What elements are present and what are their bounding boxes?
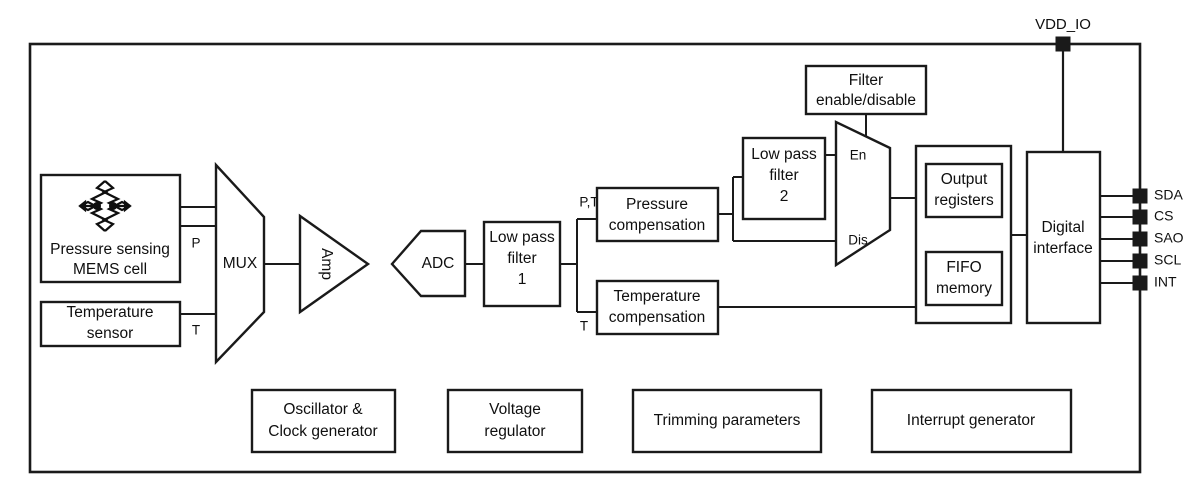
lpf1-label-line3: 1 (518, 271, 527, 288)
pin-label-sao: SAO (1154, 230, 1184, 246)
filter-enable-label-line1: Filter (849, 72, 883, 89)
pad-sao (1132, 231, 1148, 247)
block-output-registers (924, 162, 1004, 219)
digital-interface-label-line2: interface (1033, 240, 1092, 257)
block-filter-enable-disable (804, 64, 928, 116)
adc-label: ADC (422, 255, 455, 272)
block-temperature-sensor (39, 300, 182, 348)
pin-label-scl: SCL (1154, 252, 1181, 268)
pin-label-sda: SDA (1154, 187, 1183, 203)
pad-int (1132, 275, 1148, 291)
block-oscillator-clock-generator (250, 388, 397, 454)
interrupt-generator-label: Interrupt generator (907, 412, 1035, 429)
block-interrupt-generator (870, 388, 1073, 454)
mems-label-line1: Pressure sensing (50, 241, 170, 258)
oscillator-label-line2: Clock generator (268, 423, 377, 440)
block-voltage-regulator (446, 388, 584, 454)
pad-scl (1132, 253, 1148, 269)
block-low-pass-filter-2 (741, 136, 827, 221)
temp-sensor-label-line1: Temperature (66, 304, 153, 321)
temp-comp-label-line2: compensation (609, 309, 706, 326)
lpf1-label-line1: Low pass (489, 229, 555, 246)
block-filter-mux (834, 120, 892, 268)
output-registers-label-line1: Output (941, 171, 988, 188)
digital-interface-label-line1: Digital (1041, 219, 1084, 236)
wheatstone-bridge-icon (78, 180, 132, 232)
pressure-comp-label-line1: Pressure (626, 196, 688, 213)
output-registers-label-line2: registers (934, 192, 994, 209)
filter-mux-enable-label: En (850, 148, 867, 163)
pad-sda (1132, 188, 1148, 204)
voltage-regulator-label-line1: Voltage (489, 401, 541, 418)
pin-label-int: INT (1154, 274, 1177, 290)
block-digital-interface (1025, 150, 1102, 325)
block-fifo-memory (924, 250, 1004, 307)
fifo-label-line1: FIFO (946, 259, 981, 276)
fifo-label-line2: memory (936, 280, 992, 297)
lpf2-label-line2: filter (769, 167, 798, 184)
signal-label-t: T (192, 323, 200, 338)
trimming-label: Trimming parameters (654, 412, 801, 429)
block-pressure-sensing-mems-cell (39, 173, 182, 284)
signal-label-p: P (191, 236, 200, 251)
amp-label: Amp (318, 248, 335, 280)
signal-label-pt: P,T (579, 195, 598, 210)
oscillator-label-line1: Oscillator & (283, 401, 363, 418)
signal-label-t2: T (580, 319, 588, 334)
pin-group-right: SDA CS SAO SCL INT (1100, 187, 1184, 291)
block-low-pass-filter-1 (482, 220, 562, 308)
mems-label-line2: MEMS cell (73, 261, 147, 278)
pressure-comp-label-line2: compensation (609, 217, 706, 234)
lpf2-label-line1: Low pass (751, 146, 817, 163)
filter-mux-disable-label: Dis (848, 233, 868, 248)
lpf1-label-line2: filter (507, 250, 536, 267)
pin-label-cs: CS (1154, 208, 1173, 224)
pad-vdd-io (1055, 36, 1071, 52)
lpf2-label-line3: 2 (780, 188, 789, 205)
block-temperature-compensation (595, 279, 720, 336)
voltage-regulator-label-line2: regulator (484, 423, 545, 440)
pad-cs (1132, 209, 1148, 225)
block-mux (214, 161, 266, 365)
pin-label-vdd-io: VDD_IO (1035, 16, 1091, 33)
block-trimming-parameters (631, 388, 823, 454)
filter-enable-label-line2: enable/disable (816, 92, 916, 109)
temp-comp-label-line1: Temperature (613, 288, 700, 305)
temp-sensor-label-line2: sensor (87, 325, 134, 342)
block-amp (298, 213, 371, 315)
mux-label: MUX (223, 255, 258, 272)
